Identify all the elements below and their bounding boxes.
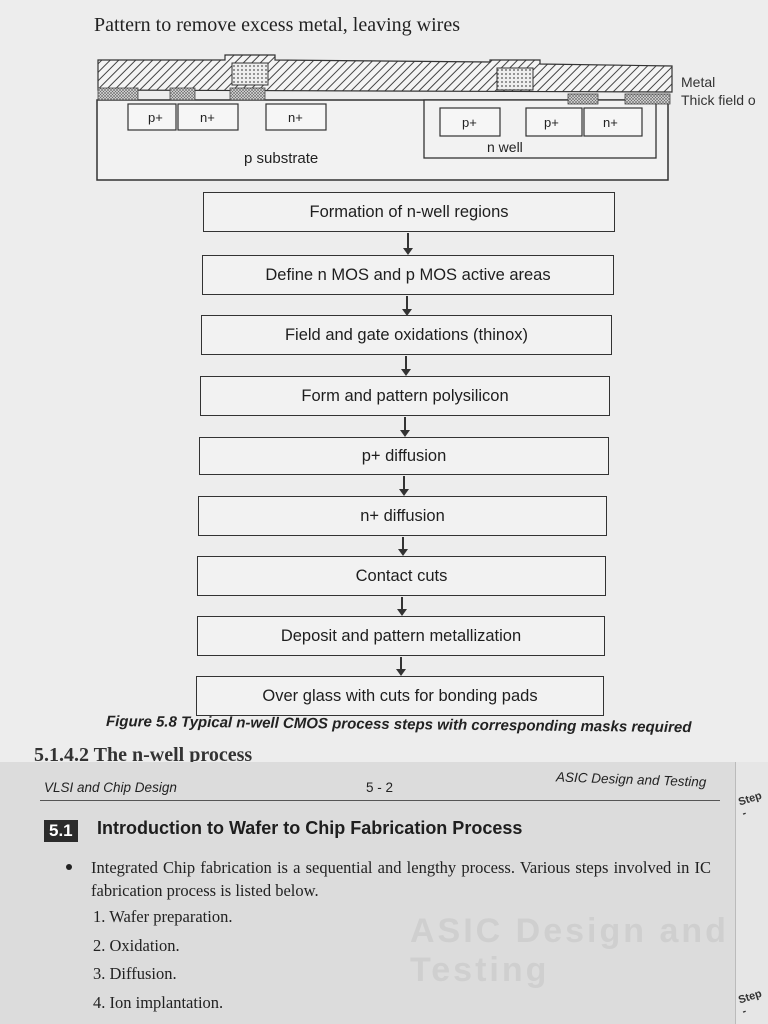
n-well-label: n well (487, 139, 523, 155)
flow-step-9: Over glass with cuts for bonding pads (196, 676, 604, 716)
flow-step-2: Define n MOS and p MOS active areas (202, 255, 614, 295)
flow-step-1: Formation of n-well regions (203, 192, 615, 232)
region-label: p+ (544, 115, 559, 130)
metal-layer (97, 54, 673, 93)
legend-metal: Metal (681, 74, 715, 90)
bleed-through-text: ASIC Design and Testing (410, 912, 729, 989)
list-item: 4. Ion implantation. (93, 993, 224, 1012)
cmos-cross-section-diagram: p+ n+ n+ p+ p+ n+ n well p substrate Met… (96, 54, 756, 181)
bullet-icon (66, 864, 72, 870)
header-chapter-title: ASIC Design and Testing (555, 769, 707, 790)
section-number: 5.1 (44, 820, 78, 842)
flow-step-8: Deposit and pattern metallization (197, 616, 605, 656)
flow-arrow (402, 296, 412, 316)
region-label: p+ (462, 115, 477, 130)
flow-arrow (403, 233, 413, 255)
flow-arrow (400, 417, 410, 437)
list-item: 1. Wafer preparation. (93, 907, 233, 926)
section-title: Introduction to Wafer to Chip Fabricatio… (97, 818, 523, 838)
figure-caption: Figure 5.8 Typical n-well CMOS process s… (105, 713, 692, 737)
flow-arrow (399, 476, 409, 496)
textbook-page-top: Pattern to remove excess metal, leaving … (34, 14, 756, 762)
cross-section-heading: Pattern to remove excess metal, leaving … (94, 14, 460, 36)
region-label: n+ (200, 110, 215, 125)
bullet-paragraph: Integrated Chip fabrication is a sequent… (91, 858, 711, 900)
flow-step-7: Contact cuts (197, 556, 606, 596)
adjacent-page-edge: Step - Step - (735, 762, 768, 1024)
flow-step-4: Form and pattern polysilicon (200, 376, 610, 416)
margin-note: Step - (737, 789, 764, 820)
flow-arrow (401, 356, 411, 376)
region-label: n+ (603, 115, 618, 130)
flow-arrow (397, 597, 407, 616)
substrate-label: p substrate (244, 150, 318, 167)
header-page-number: 5 - 2 (366, 780, 394, 795)
region-label: p+ (148, 110, 163, 125)
flow-step-5: p+ diffusion (199, 437, 609, 475)
partial-section-heading: 5.1.4.2 The n-well process (34, 744, 253, 762)
header-book-title: VLSI and Chip Design (44, 780, 177, 795)
legend-field-oxide: Thick field o (681, 92, 756, 108)
flow-arrow (396, 657, 406, 676)
flow-step-6: n+ diffusion (198, 496, 607, 536)
flow-arrow (398, 537, 408, 556)
margin-note: Step - (737, 987, 764, 1018)
list-item: 3. Diffusion. (93, 964, 177, 983)
textbook-page-bottom: ASIC Design and Testing VLSI and Chip De… (0, 762, 768, 1024)
list-item: 2. Oxidation. (93, 936, 180, 955)
flow-step-3: Field and gate oxidations (thinox) (201, 315, 612, 355)
region-label: n+ (288, 110, 303, 125)
header-divider (40, 800, 720, 801)
